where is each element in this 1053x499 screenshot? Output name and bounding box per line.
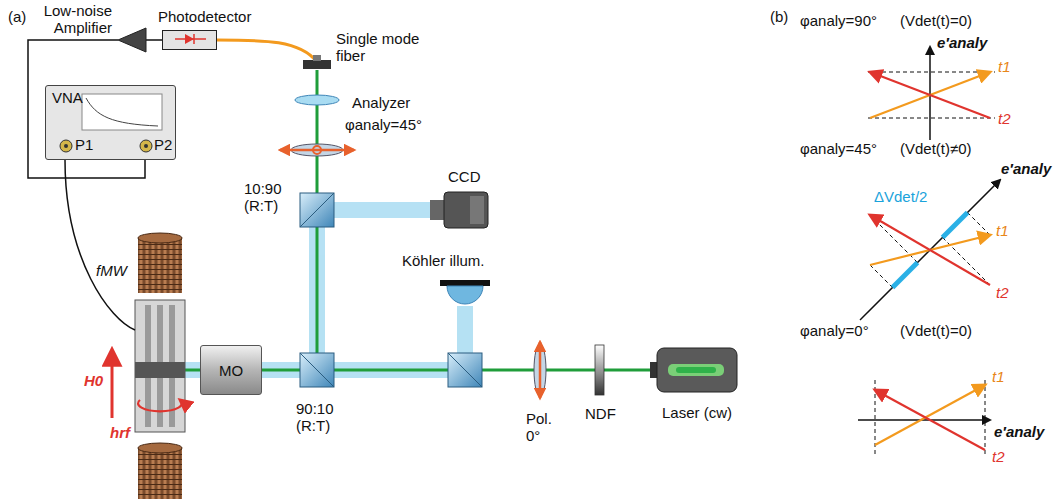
- microscope-objective: MO: [200, 345, 262, 395]
- node-label: Photodetector: [158, 8, 251, 25]
- node-label: P1: [75, 136, 93, 153]
- laser-beam: [185, 70, 650, 370]
- panel-label: (b): [770, 8, 788, 25]
- diode-shape: [163, 31, 218, 51]
- component-label: Laser (cw): [662, 404, 732, 421]
- amplifier-symbol: Low-noise Amplifier: [118, 28, 146, 52]
- component-label: Single mode fiber: [336, 30, 424, 65]
- photodetector-box: Photodetector: [162, 30, 217, 50]
- magnet-coil: [138, 443, 182, 499]
- beam-splitter: [300, 193, 334, 227]
- axis-label: e′analy: [994, 423, 1044, 440]
- vna-instrument: VNA P1 P2: [45, 85, 176, 160]
- polarization-dot: [313, 146, 321, 154]
- node-label: VNA: [52, 89, 83, 106]
- component-label: CCD: [448, 168, 481, 185]
- lens: [295, 95, 339, 105]
- signal-label: (Vdet(t)=0): [900, 322, 972, 339]
- polarization-sketch: [868, 47, 995, 140]
- sample-holder: [135, 300, 185, 432]
- time-label: t2: [996, 284, 1009, 301]
- time-label: t2: [992, 448, 1005, 465]
- time-label: t1: [996, 222, 1009, 239]
- node-label: P2: [154, 136, 172, 153]
- beam-splitter: [448, 353, 482, 387]
- time-label: t1: [998, 58, 1011, 75]
- ratio-label: 90:10 (R:T): [296, 400, 344, 435]
- amp-shape: [118, 28, 146, 52]
- microwave-cable: [65, 160, 135, 330]
- ccd-camera: [430, 192, 488, 228]
- component-label: Analyzer: [352, 94, 410, 111]
- angle-label: φanaly=45°: [345, 116, 422, 133]
- field-label: hrf: [110, 424, 130, 441]
- delta-label: ΔVdet/2: [872, 188, 929, 205]
- laser: [650, 348, 737, 392]
- polarization-sketch: [860, 180, 1000, 320]
- signal-label: fMW: [96, 262, 127, 279]
- magnet-coil: [138, 233, 182, 293]
- polarization-arrow: [280, 149, 354, 152]
- rf-field-arrow: [138, 400, 182, 411]
- signal-cable: [146, 39, 162, 41]
- polarization-sketch: [858, 380, 990, 455]
- field-label: H0: [84, 372, 103, 389]
- beam-splitter: [300, 353, 334, 387]
- fiber-connector: [303, 60, 331, 69]
- angle-label: φanaly=0°: [800, 322, 869, 339]
- bias-field-arrow: [111, 350, 114, 418]
- axis-label: e′analy: [1001, 160, 1051, 177]
- node-label: MO: [201, 346, 261, 396]
- time-label: t2: [998, 110, 1011, 127]
- axis-label: e′analy: [937, 34, 987, 51]
- koehler-lamp: [440, 280, 490, 304]
- angle-label: φanaly=90°: [800, 12, 877, 29]
- component-label: Köhler illum.: [402, 252, 485, 269]
- panel-label: (a): [8, 8, 26, 25]
- component-label: Pol. 0°: [526, 410, 560, 445]
- signal-label: (Vdet(t)≠0): [900, 140, 972, 157]
- angle-label: φanaly=45°: [800, 140, 877, 157]
- signal-label: (Vdet(t)=0): [900, 12, 972, 29]
- ratio-label: 10:90 (R:T): [244, 180, 294, 215]
- time-label: t1: [992, 368, 1005, 385]
- polarization-arrow: [539, 342, 542, 398]
- node-label: Low-noise Amplifier: [22, 2, 112, 37]
- nd-filter: [595, 345, 604, 395]
- optical-fiber: [217, 40, 317, 62]
- fiber-connector: [313, 55, 321, 61]
- component-label: NDF: [585, 405, 616, 422]
